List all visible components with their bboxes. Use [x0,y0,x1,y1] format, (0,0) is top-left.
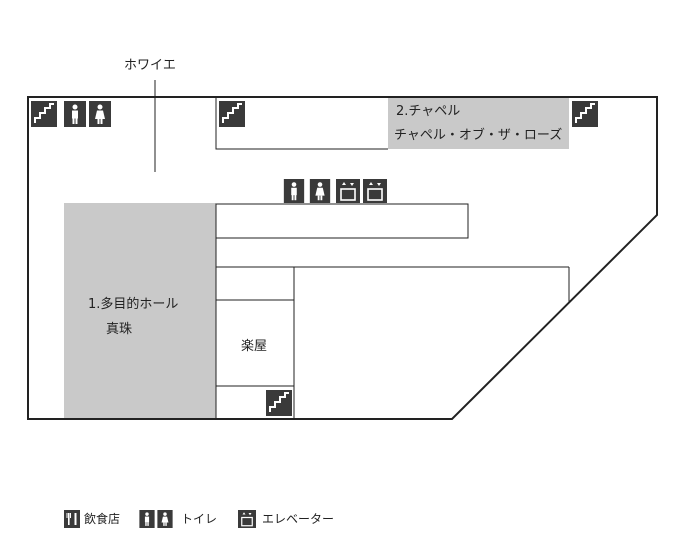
chapel-number-label: 2.チャペル [396,104,461,119]
dressing-room-label: 楽屋 [241,339,268,354]
elevator-icon [238,510,256,528]
male-toilet-icon [64,101,86,127]
stairs-icon [266,390,292,416]
chapel-area [388,97,569,149]
upper-room-wall [215,97,388,150]
hall-name-label: 真珠 [106,322,133,337]
hall-number-label: 1.多目的ホール [88,297,179,312]
female-toilet-icon [309,179,331,203]
foyer-label: ホワイエ [124,58,176,73]
stairs-icon [219,101,245,127]
male-toilet-icon [139,510,155,528]
restaurant-icon [64,510,80,528]
legend-toilet-label: トイレ [181,512,218,526]
stairs-icon [572,101,598,127]
elevator-icon [363,179,387,203]
building-outline [27,96,658,420]
chapel-name-label: チャペル・オブ・ザ・ローズ [394,128,563,143]
elevator-icon [336,179,360,203]
female-toilet-icon [89,101,111,127]
male-toilet-icon [283,179,305,203]
legend-restaurant-label: 飲食店 [84,512,121,526]
hall-1-area [64,203,216,419]
legend-elevator-label: エレベーター [262,512,335,526]
stairs-icon [31,101,57,127]
female-toilet-icon [157,510,173,528]
corridor-box [215,203,469,239]
